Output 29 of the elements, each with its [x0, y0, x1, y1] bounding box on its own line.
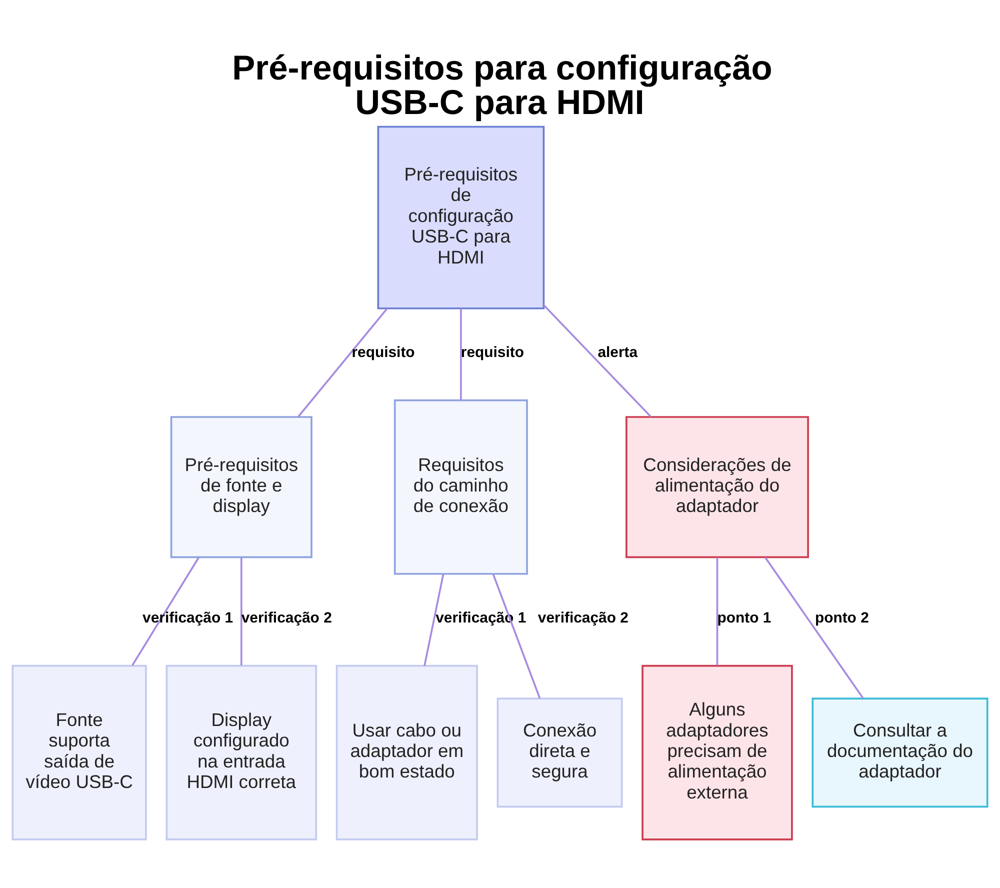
edge-label: ponto 2 [814, 610, 869, 627]
node-box: Requisitos do caminho de conexão [394, 399, 528, 575]
connector [424, 574, 444, 666]
node-box: Display configurado na entrada HDMI correta [166, 664, 317, 840]
edge-label: verificação 2 [538, 610, 628, 627]
node-box: Pré-requisitos de fonte e display [170, 416, 312, 558]
edge-label: requisito [352, 344, 415, 362]
node-box: Fonte suporta saída de vídeo USB-C [12, 664, 147, 840]
edge-label: verificação 1 [142, 610, 234, 627]
connector [240, 557, 242, 666]
connector [543, 304, 652, 418]
node-box: Conexão direta e segura [496, 698, 623, 808]
connector [716, 557, 718, 666]
connector [298, 308, 388, 418]
node-box: Alguns adaptadores precisam de alimentação externa [642, 664, 793, 840]
edge-label: verificação 2 [241, 610, 332, 627]
edge-label: verificação 1 [436, 610, 526, 627]
connector [132, 556, 200, 666]
node-box: Considerações de alimentação do adaptador [626, 416, 809, 558]
connector [764, 556, 864, 700]
edge-label: ponto 1 [717, 610, 772, 627]
connector [492, 574, 541, 699]
diagram-title: Pré-requisitos para configuração USB-C para HDMI [232, 50, 772, 122]
node-box: Consultar a documentação do adaptador [812, 698, 988, 808]
node-box: Pré-requisitos de configuração USB-C para HDMI [377, 126, 545, 310]
edge-label: alerta [598, 344, 638, 362]
connector [460, 308, 462, 400]
node-box: Usar cabo ou adaptador em bom estado [336, 664, 478, 840]
edge-label: requisito [460, 344, 524, 362]
